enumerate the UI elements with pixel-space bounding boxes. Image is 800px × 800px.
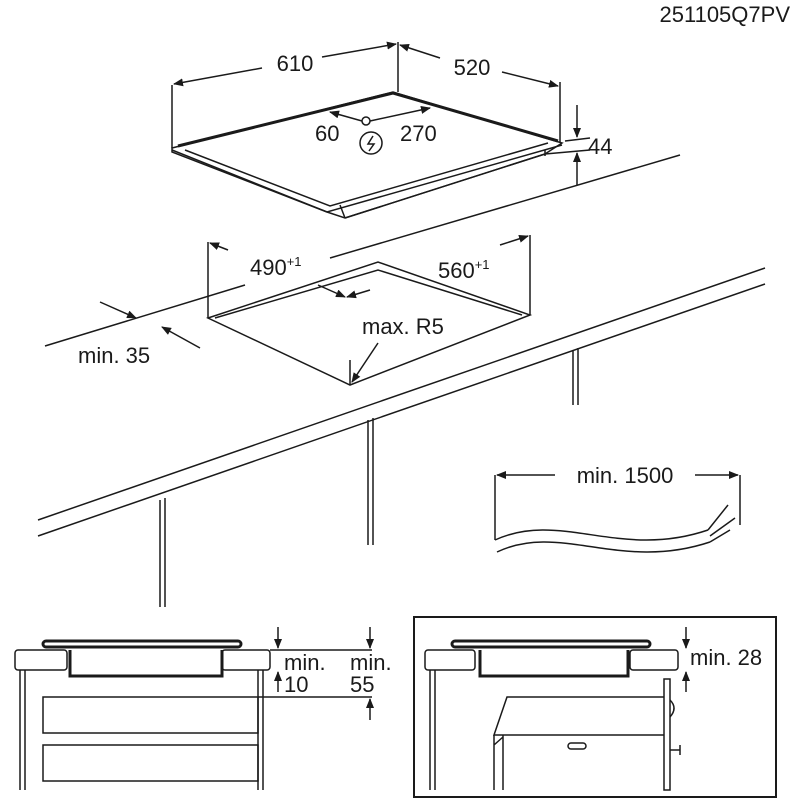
cutout-depth-dim: 490+1 [250, 254, 302, 280]
cable-drawing: min. 1500 [494, 463, 741, 553]
hob-height-dim: 44 [588, 134, 612, 159]
hob-depth-dim: 520 [454, 55, 491, 80]
section-left: min. 10 min. 55 [14, 627, 392, 790]
conn-left-dim: 60 [315, 121, 339, 146]
section-right: min. 28 [413, 616, 777, 798]
right-gap-dim: min. 28 [690, 645, 762, 670]
electric-connection-icon [359, 131, 383, 155]
space-value: 55 [350, 672, 374, 697]
gap-label: min. [284, 650, 326, 675]
drawing-code: 251105Q7PV [660, 2, 791, 27]
cutout-width-dim: 560+1 [438, 257, 490, 283]
space-label: min. [350, 650, 392, 675]
conn-right-dim: 270 [400, 121, 437, 146]
corner-radius-dim: max. R5 [362, 314, 444, 339]
countertop-drawing: 490+1 560+1 min. 35 max. R5 [37, 154, 766, 607]
hob-drawing: 60 270 610 520 44 [171, 41, 612, 219]
hob-width-dim: 610 [277, 51, 314, 76]
cable-length-dim: min. 1500 [577, 463, 674, 488]
gap-value: 10 [284, 672, 308, 697]
front-margin-dim: min. 35 [78, 343, 150, 368]
